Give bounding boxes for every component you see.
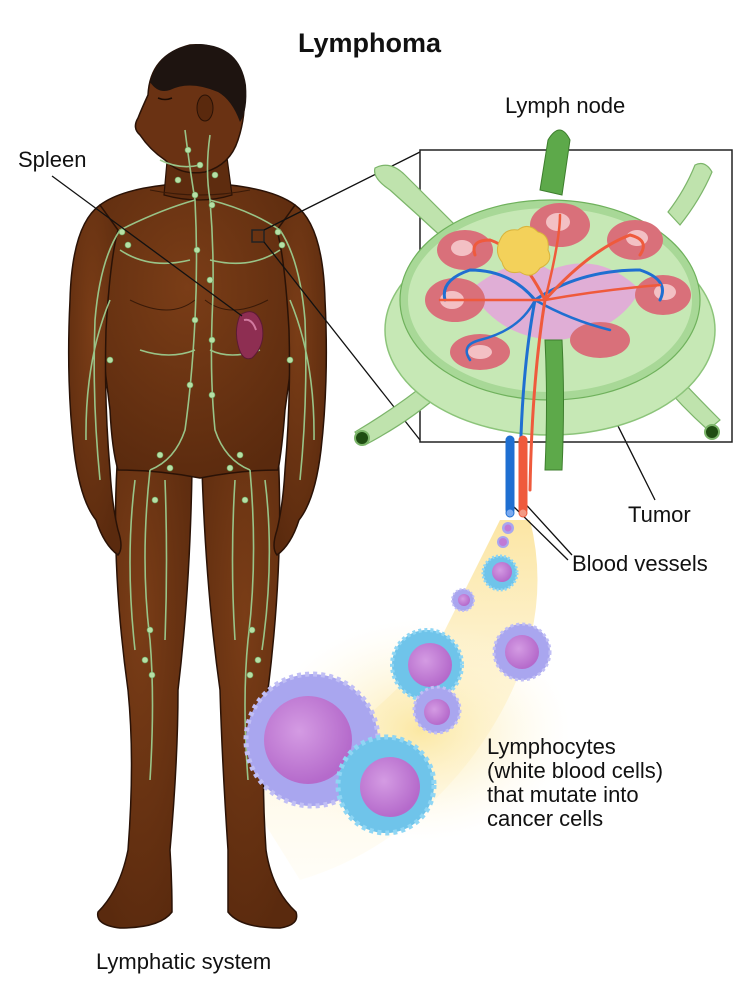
lymph-node-inset [354,129,733,518]
lymphatic-vessels [85,129,315,781]
label-lymphocytes-line-4: cancer cells [487,806,604,831]
diagram-title: Lymphoma [298,28,442,58]
spleen-organ [235,311,264,360]
human-figure [67,44,328,929]
label-lymphatic-system: Lymphatic system [96,949,272,974]
label-lymphocytes-line-2: (white blood cells) [487,758,664,783]
label-spleen: Spleen [18,147,87,172]
label-tumor: Tumor [628,502,691,527]
label-blood-vessels: Blood vessels [572,551,708,576]
label-lymphocytes-line-1: Lymphocytes [487,734,616,759]
label-lymphocytes: Lymphocytes (white blood cells) that mut… [487,735,727,831]
tumor-mass [496,226,551,276]
lymphocyte-cells [243,522,552,836]
label-lymphocytes-line-3: that mutate into [487,782,639,807]
label-lymph-node: Lymph node [505,93,626,118]
lymph-nodes-body [106,146,294,679]
